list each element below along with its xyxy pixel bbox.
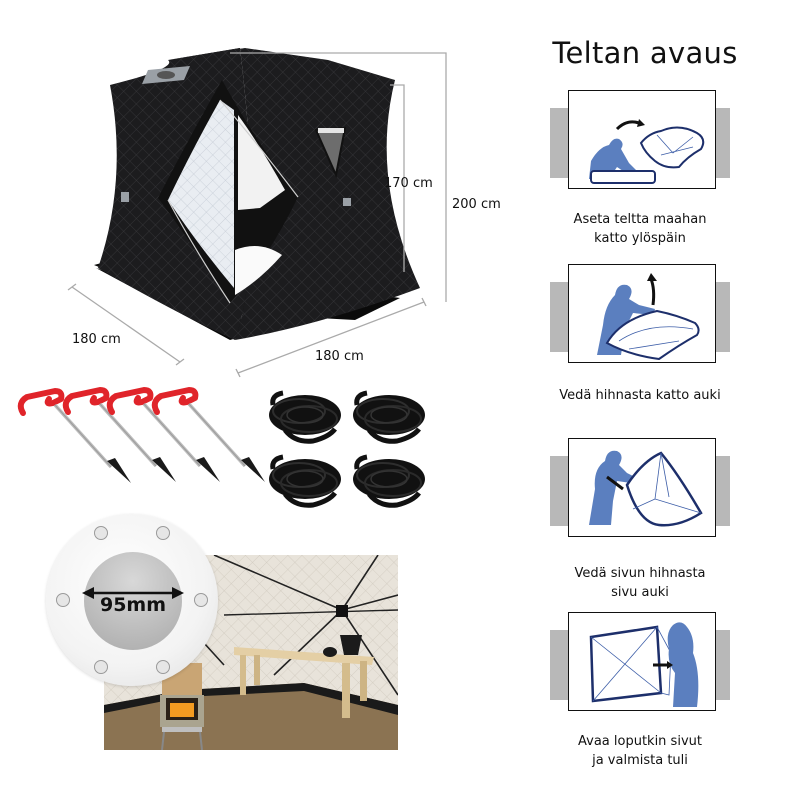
person-pulling-side-strap-icon	[589, 450, 703, 527]
rope-coil-icon	[265, 385, 450, 530]
tent-icon	[67, 48, 447, 378]
vent-bolt-hole	[94, 526, 108, 540]
vent-bolt-hole	[156, 660, 170, 674]
step-caption: Vedä sivun hihnasta sivu auki	[574, 566, 706, 600]
step-caption: Aseta teltta maahan katto ylöspäin	[573, 212, 707, 246]
vent-bolt-hole	[194, 593, 208, 607]
vent-diameter-label: 95mm	[99, 594, 167, 616]
width-right-label: 180 cm	[315, 349, 364, 364]
step-illustration	[568, 612, 716, 711]
person-pulling-roof-strap-icon	[597, 273, 700, 361]
vent-bolt-hole	[56, 593, 70, 607]
vent-opening	[84, 552, 182, 650]
inner-height-label: 170 cm	[384, 176, 433, 191]
tent-product-image	[60, 40, 460, 380]
vent-bolt-hole	[156, 526, 170, 540]
guy-ropes-image	[265, 385, 450, 530]
person-opening-sides-icon	[589, 622, 699, 707]
person-unrolling-tent-icon	[589, 119, 705, 184]
double-arrow-icon	[82, 587, 184, 599]
total-height-label: 200 cm	[452, 197, 501, 212]
step-caption: Avaa loputkin sivut ja valmista tuli	[578, 734, 702, 768]
tent-stake-icon	[17, 385, 265, 490]
vent-bolt-hole	[94, 660, 108, 674]
step-illustration	[568, 90, 716, 189]
step-caption: Vedä hihnasta katto auki	[559, 388, 721, 403]
tent-stakes-image	[15, 385, 265, 490]
step-illustration	[568, 438, 716, 537]
chimney-vent-ring: 95mm	[46, 514, 218, 686]
width-left-label: 180 cm	[72, 332, 121, 347]
setup-guide-title: Teltan avaus	[552, 36, 738, 70]
step-illustration	[568, 264, 716, 363]
